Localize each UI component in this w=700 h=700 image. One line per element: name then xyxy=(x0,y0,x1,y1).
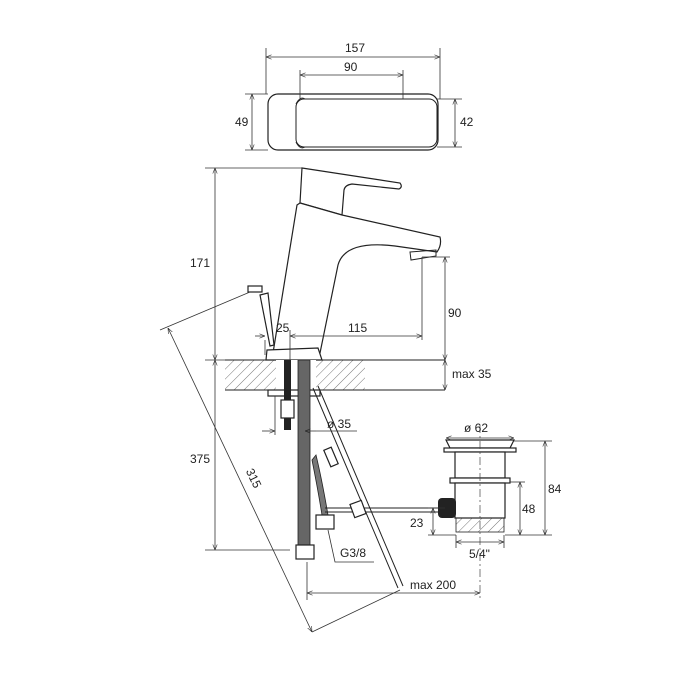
label-g38: G3/8 xyxy=(340,546,366,560)
top-handle-outline xyxy=(295,98,438,148)
dim-max-35: max 35 xyxy=(452,367,492,381)
dim-157: 157 xyxy=(345,41,365,55)
dim-48: 48 xyxy=(522,502,536,516)
top-view: 157 90 49 42 xyxy=(235,41,474,151)
dim-dia-62: ø 62 xyxy=(464,421,488,435)
faucet-handle xyxy=(299,167,402,216)
stud-nut xyxy=(280,399,295,419)
drain-assembly xyxy=(438,425,517,600)
faucet-body xyxy=(272,202,442,354)
mounting-plate xyxy=(267,389,321,397)
dim-5-4: 5/4" xyxy=(469,547,490,561)
dim-max-200: max 200 xyxy=(410,578,456,592)
hose-nut-1 xyxy=(295,544,315,560)
faucet-aerator xyxy=(409,249,437,261)
countertop xyxy=(225,359,445,397)
rod-connector xyxy=(349,499,367,519)
dim-49: 49 xyxy=(235,115,249,129)
faucet-base xyxy=(265,347,323,361)
dim-25: 25 xyxy=(276,321,290,335)
dim-90-spout: 90 xyxy=(448,306,462,320)
supply-hose xyxy=(297,359,311,546)
supply-hose-2 xyxy=(311,454,329,516)
drain-rod xyxy=(312,385,404,589)
mounting-stud xyxy=(284,360,291,430)
pop-up-knob xyxy=(247,285,263,293)
dim-115: 115 xyxy=(348,321,367,335)
top-body-outline xyxy=(267,93,439,151)
rod-clip xyxy=(323,446,339,468)
dim-23: 23 xyxy=(410,516,424,530)
dim-90-top: 90 xyxy=(344,60,358,74)
side-dimensions: 171 375 315 25 115 90 max 35 ø 35 G3/8 m… xyxy=(159,167,562,632)
dim-315: 315 xyxy=(243,466,265,490)
dim-171: 171 xyxy=(190,256,210,270)
dim-84: 84 xyxy=(548,482,562,496)
pivot-nut xyxy=(438,498,456,518)
dim-42: 42 xyxy=(460,115,474,129)
dim-dia-35: ø 35 xyxy=(327,417,351,431)
dim-375: 375 xyxy=(190,452,210,466)
pop-up-rod xyxy=(259,292,275,347)
hose-nut-2 xyxy=(315,514,335,530)
